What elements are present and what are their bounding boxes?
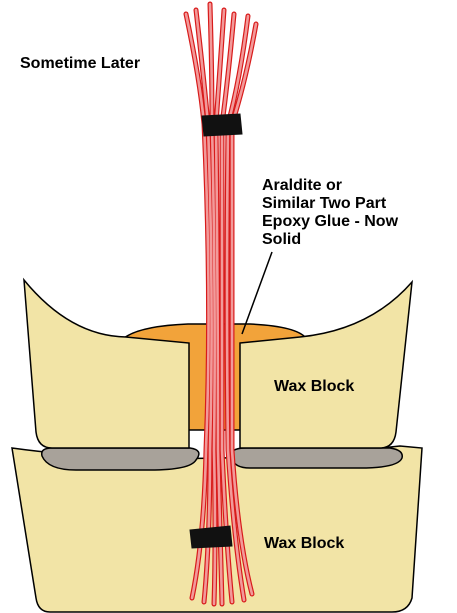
glue-label-line-4: Solid <box>262 231 301 248</box>
glue-label-line-1: Araldite or <box>262 177 342 194</box>
tape-band-top <box>201 113 243 137</box>
glue-label: Araldite or Similar Two Part Epoxy Glue … <box>262 177 399 248</box>
glue-leader-line <box>241 251 273 335</box>
gap-material-left <box>40 447 200 471</box>
lower-block-label: Wax Block <box>264 535 344 552</box>
glue-label-line-2: Similar Two Part <box>262 195 387 212</box>
upper-wax-block-right <box>239 279 413 449</box>
glue-label-line-3: Epoxy Glue - Now <box>262 213 399 230</box>
gap-material-right <box>230 447 403 469</box>
fiber-bundle <box>183 1 259 607</box>
tape-band-bottom <box>189 525 233 549</box>
upper-wax-block-left <box>23 277 190 449</box>
caption-text: Sometime Later <box>20 55 140 72</box>
upper-block-label: Wax Block <box>274 378 354 395</box>
